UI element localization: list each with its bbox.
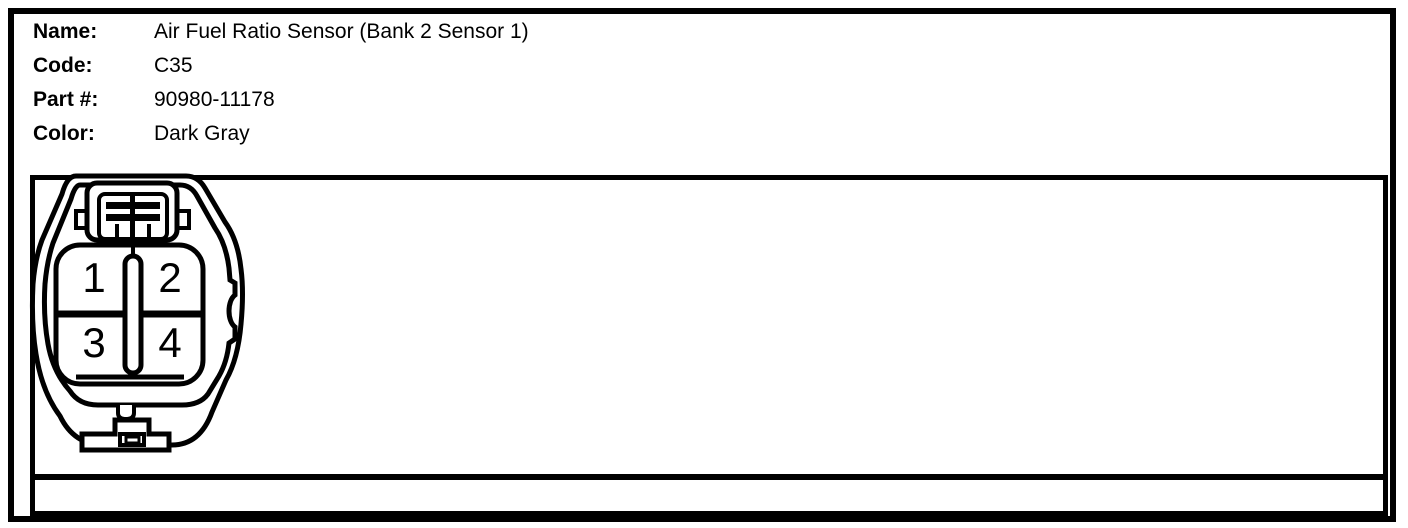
pin-number-4: 4	[158, 319, 181, 366]
part-number-value: 90980-11178	[154, 88, 275, 111]
meta-row-code: Code: C35	[33, 54, 529, 77]
pin-number-2: 2	[158, 254, 181, 301]
code-label: Code:	[33, 54, 93, 77]
empty-pin-table-row	[35, 480, 1383, 511]
name-label: Name:	[33, 20, 98, 43]
code-value: C35	[154, 54, 193, 77]
color-label: Color:	[33, 122, 95, 145]
latch-grid-center-rib	[130, 194, 135, 239]
bottom-tab-slot	[124, 435, 141, 445]
key-slot	[122, 253, 144, 376]
connector-pinout-diagram: 1 2 3 4	[29, 173, 245, 453]
connector-diagram-box	[30, 175, 1388, 516]
page-outer-frame: Name: Air Fuel Ratio Sensor (Bank 2 Sens…	[8, 8, 1396, 522]
latch-grid-left-rib	[115, 224, 119, 239]
connector-image-row	[35, 180, 1383, 480]
part-number-label: Part #:	[33, 88, 99, 111]
name-value: Air Fuel Ratio Sensor (Bank 2 Sensor 1)	[154, 20, 529, 43]
pin-number-3: 3	[82, 319, 105, 366]
meta-row-part-number: Part #: 90980-11178	[33, 88, 529, 111]
latch-grid-right-rib	[147, 224, 151, 239]
meta-row-color: Color: Dark Gray	[33, 122, 529, 145]
bottom-inner-notch	[116, 405, 136, 422]
color-value: Dark Gray	[154, 122, 250, 145]
meta-row-name: Name: Air Fuel Ratio Sensor (Bank 2 Sens…	[33, 20, 529, 43]
pin-number-1: 1	[82, 254, 105, 301]
connector-metadata: Name: Air Fuel Ratio Sensor (Bank 2 Sens…	[33, 20, 529, 156]
